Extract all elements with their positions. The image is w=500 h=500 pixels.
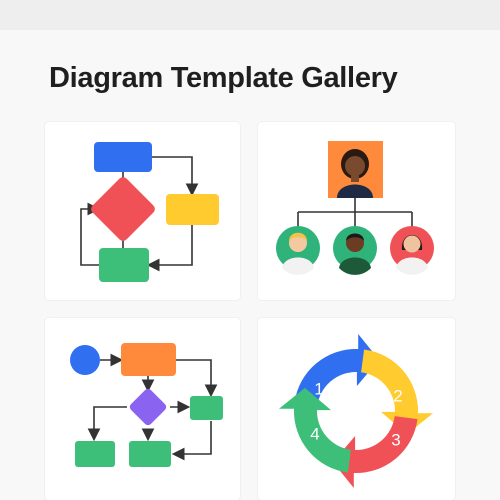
browser-top-bar [0, 0, 500, 30]
flowchart-icon [80, 142, 219, 282]
template-card-org-chart[interactable] [258, 122, 455, 300]
template-card-process-flow[interactable] [45, 318, 240, 500]
page-title: Diagram Template Gallery [49, 62, 398, 94]
cycle-step-4-label: 4 [310, 424, 319, 443]
org-chart-icon [276, 141, 434, 275]
employee-avatar-3 [390, 226, 434, 275]
template-card-cycle-diagram[interactable]: 1 2 3 4 [258, 318, 455, 500]
cycle-step-2-label: 2 [393, 386, 402, 405]
template-card-flowchart[interactable] [45, 122, 240, 300]
employee-avatar-1 [276, 226, 320, 275]
process-flow-icon [70, 343, 223, 467]
manager-avatar [328, 141, 383, 198]
cycle-diagram-icon: 1 2 3 4 [279, 334, 433, 488]
cycle-step-1-label: 1 [314, 379, 323, 398]
cycle-step-3-label: 3 [391, 430, 400, 449]
employee-avatar-2 [333, 226, 377, 275]
